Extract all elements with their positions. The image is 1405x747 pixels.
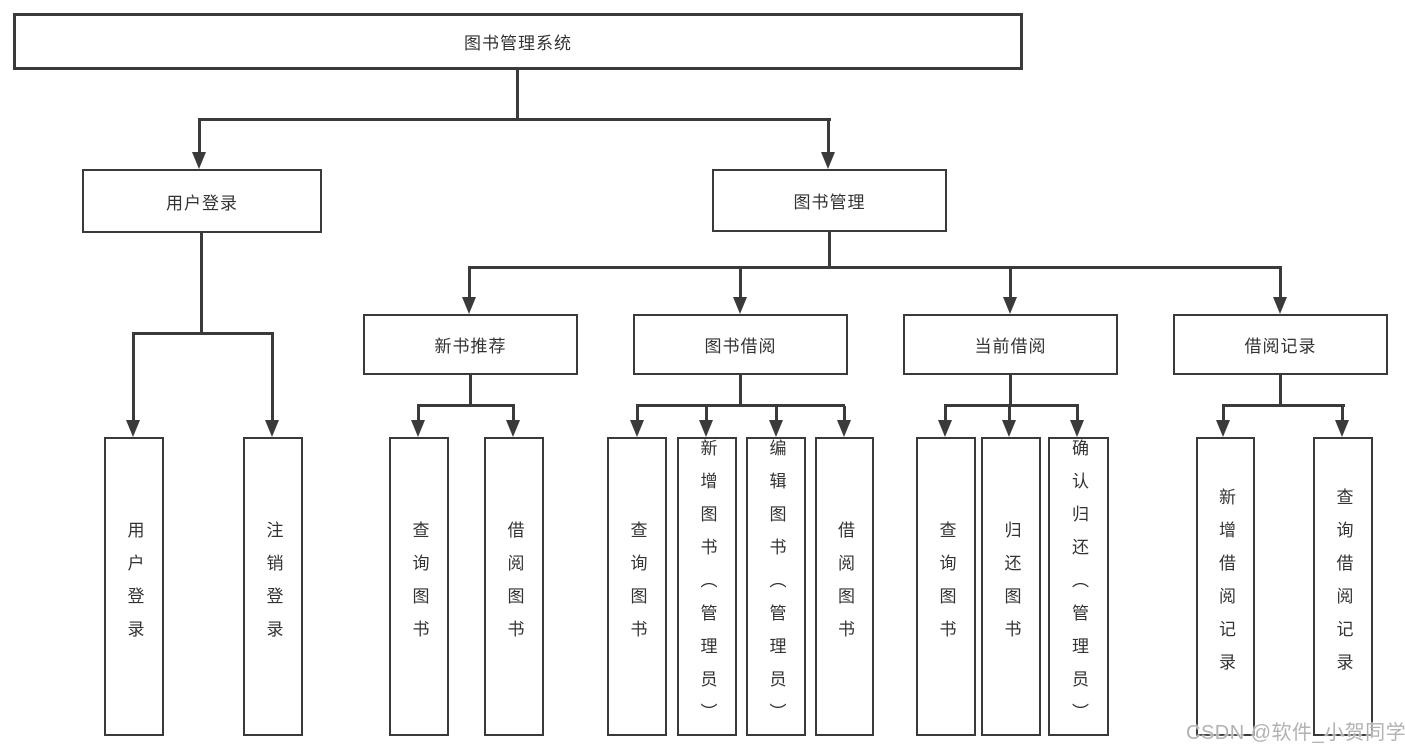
- node-label: 新增图书（管理员）: [697, 439, 717, 736]
- connector-line: [132, 334, 135, 422]
- connector-line: [512, 406, 515, 422]
- connector-line: [827, 120, 830, 153]
- connector-line: [417, 406, 420, 422]
- connector-line: [417, 404, 515, 407]
- node-new-book-recommendation: 新书推荐: [363, 314, 578, 375]
- connector-line: [843, 406, 846, 422]
- connector-line: [1076, 406, 1079, 422]
- node-label: 查询借阅记录: [1333, 487, 1353, 686]
- connector-line: [636, 404, 845, 407]
- node-label: 新增借阅记录: [1216, 487, 1235, 686]
- connector-line: [198, 120, 201, 153]
- arrow-down-icon: [506, 420, 520, 437]
- node-label: 用户登录: [124, 520, 144, 653]
- node-label: 归还图书: [1001, 520, 1021, 653]
- connector-line: [739, 375, 742, 407]
- node-library-management-system: 图书管理系统: [13, 13, 1023, 70]
- node-book-management: 图书管理: [712, 169, 947, 232]
- node-label: 查询图书: [627, 520, 647, 653]
- csdn-watermark: CSDN @软件_小贺同学: [1186, 722, 1405, 744]
- connector-line: [198, 118, 831, 121]
- leaf-add-books-admin: 新增图书（管理员）: [677, 437, 737, 736]
- node-label: 借阅图书: [835, 520, 854, 653]
- arrow-down-icon: [938, 420, 952, 437]
- arrow-down-icon: [1216, 420, 1230, 437]
- leaf-logout: 注销登录: [243, 437, 303, 736]
- node-user-login: 用户登录: [82, 169, 322, 233]
- leaf-add-borrow-record: 新增借阅记录: [1196, 437, 1255, 736]
- node-label: 图书借阅: [704, 337, 777, 356]
- connector-line: [468, 266, 1282, 269]
- connector-line: [1341, 406, 1344, 422]
- arrow-down-icon: [1070, 420, 1084, 437]
- arrow-down-icon: [1273, 297, 1287, 314]
- node-label: 确认归还（管理员）: [1069, 439, 1088, 736]
- connector-line: [739, 268, 742, 299]
- leaf-query-books-borrow: 查询图书: [607, 437, 667, 736]
- connector-line: [132, 332, 274, 335]
- node-label: 图书管理: [793, 193, 866, 212]
- node-label: 借阅图书: [504, 520, 524, 653]
- leaf-edit-books-admin: 编辑图书（管理员）: [746, 437, 806, 736]
- node-label: 新书推荐: [434, 337, 507, 356]
- arrow-down-icon: [462, 297, 476, 314]
- connector-line: [636, 406, 639, 422]
- arrow-down-icon: [1002, 420, 1016, 437]
- arrow-down-icon: [1335, 420, 1349, 437]
- connector-line: [200, 233, 203, 334]
- node-book-borrowing: 图书借阅: [633, 314, 848, 375]
- node-current-borrowing: 当前借阅: [903, 314, 1118, 375]
- node-label: 当前借阅: [974, 337, 1047, 356]
- connector-line: [944, 406, 947, 422]
- node-label: 借阅记录: [1244, 337, 1317, 356]
- node-label: 注销登录: [263, 520, 283, 653]
- leaf-confirm-return-admin: 确认归还（管理员）: [1048, 437, 1109, 736]
- arrow-down-icon: [733, 297, 747, 314]
- arrow-down-icon: [411, 420, 425, 437]
- arrow-down-icon: [265, 420, 279, 437]
- node-label: 查询图书: [936, 520, 956, 653]
- arrow-down-icon: [821, 152, 835, 169]
- node-borrowing-records: 借阅记录: [1173, 314, 1388, 375]
- node-label: 编辑图书（管理员）: [766, 439, 786, 736]
- arrow-down-icon: [699, 420, 713, 437]
- connector-line: [775, 406, 778, 422]
- connector-line: [516, 70, 519, 120]
- node-label: 用户登录: [166, 193, 238, 213]
- connector-line: [1009, 268, 1012, 299]
- node-label: 查询图书: [409, 520, 429, 653]
- leaf-query-books-recommend: 查询图书: [389, 437, 449, 736]
- arrow-down-icon: [837, 420, 851, 437]
- connector-line: [705, 406, 708, 422]
- connector-line: [944, 404, 1079, 407]
- leaf-query-books-current: 查询图书: [916, 437, 976, 736]
- arrow-down-icon: [1003, 297, 1017, 314]
- connector-line: [469, 375, 472, 407]
- connector-line: [828, 232, 831, 269]
- arrow-down-icon: [192, 152, 206, 169]
- connector-line: [271, 334, 274, 422]
- connector-line: [1009, 375, 1012, 407]
- connector-line: [468, 268, 471, 299]
- arrow-down-icon: [769, 420, 783, 437]
- leaf-query-borrow-record: 查询借阅记录: [1313, 437, 1373, 736]
- leaf-return-books: 归还图书: [981, 437, 1041, 736]
- connector-line: [1222, 406, 1225, 422]
- node-label: 图书管理系统: [464, 34, 572, 53]
- arrow-down-icon: [630, 420, 644, 437]
- connector-line: [1279, 375, 1282, 407]
- connector-line: [1279, 268, 1282, 299]
- leaf-borrow-books-recommend: 借阅图书: [484, 437, 544, 736]
- leaf-borrow-books: 借阅图书: [815, 437, 874, 736]
- leaf-user-login: 用户登录: [104, 437, 164, 736]
- connector-line: [1008, 406, 1011, 422]
- connector-line: [1222, 404, 1345, 407]
- arrow-down-icon: [126, 420, 140, 437]
